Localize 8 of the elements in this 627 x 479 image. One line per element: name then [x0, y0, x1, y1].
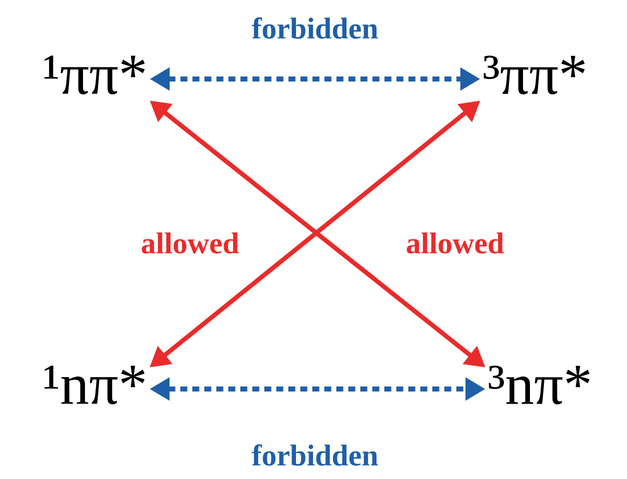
- state-label: ³nπ*: [488, 366, 590, 404]
- state-label: ¹nπ*: [44, 366, 145, 404]
- edge-label: allowed: [406, 232, 504, 254]
- edge-label: forbidden: [252, 17, 378, 39]
- state-label: ¹ππ*: [44, 56, 145, 94]
- edge-label: forbidden: [252, 444, 378, 466]
- state-label: ³ππ*: [484, 56, 585, 94]
- edge-label: allowed: [142, 232, 239, 254]
